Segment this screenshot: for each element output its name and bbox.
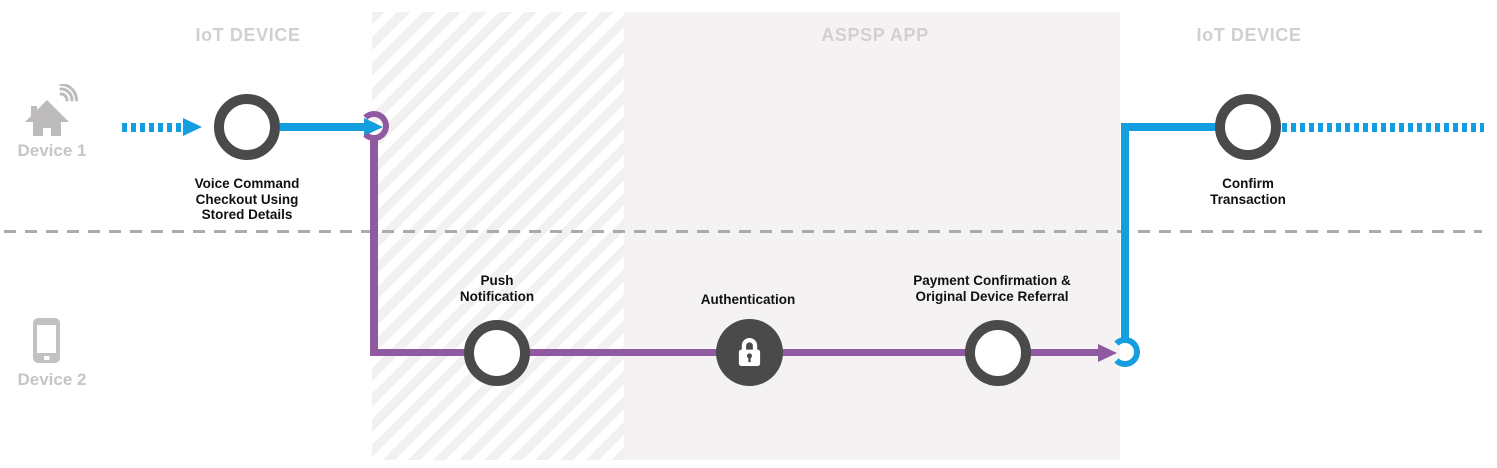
node-push-notification [464,320,530,386]
flow-line-blue-top [280,123,364,131]
node-voice-command-label: Voice Command Checkout Using Stored Deta… [194,176,300,222]
device-2-label: Device 2 [17,370,87,389]
node-voice-command [214,94,280,160]
zone-aspsp-app [624,12,1120,460]
node-payment-confirmation [965,320,1031,386]
device-1-label: Device 1 [17,141,87,160]
home-wifi-icon [25,84,78,136]
flow-line-blue-up [1121,123,1129,339]
flow-dotted-line-outgoing [1282,123,1484,132]
node-confirm-transaction-label: Confirm Transaction [1210,176,1286,207]
arrowhead-icon [183,118,202,136]
zone-header-iot-device-right: IoT DEVICE [1196,25,1302,45]
node-payment-confirmation-label: Payment Confirmation & Original Device R… [913,273,1071,304]
node-push-notification-label: Push Notification [459,273,535,304]
zone-hatched-transition [372,12,624,460]
flow-line-purple-down [370,139,378,356]
node-authentication-label: Authentication [700,292,796,307]
handoff-ring-blue [1110,337,1140,367]
flow-line-blue-top-right [1121,123,1217,131]
zone-header-iot-device-left: IoT DEVICE [195,25,301,45]
flow-dotted-line-incoming [122,123,182,132]
handoff-ring-purple [359,111,389,141]
node-confirm-transaction [1215,94,1281,160]
node-authentication [716,319,783,386]
lock-icon [738,338,761,366]
zone-header-aspsp-app: ASPSP APP [821,25,929,45]
lane-separator-dashed-line [4,230,1482,233]
smartphone-icon [33,318,60,363]
